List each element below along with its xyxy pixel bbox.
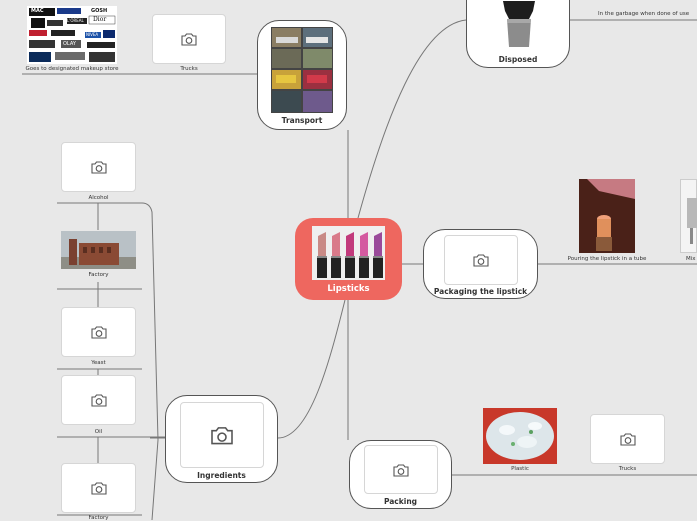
camera-icon [181,33,197,46]
camera-icon [473,254,489,267]
packing-title: Packing [383,497,418,506]
brand-logo-olay: OLAY [63,41,76,47]
camera-icon [90,394,107,407]
lipsticks-image [312,226,385,280]
oil-label: Oil [94,429,103,435]
pouring-lipstick-image [579,179,635,253]
ingredients-image-placeholder[interactable] [180,402,264,468]
central-title: Lipsticks [327,284,370,294]
transport-image [271,27,333,113]
camera-icon [90,326,107,339]
packing-trucks-label: Trucks [618,466,637,472]
central-topic[interactable]: Lipsticks [295,218,402,300]
disposed-title: Disposed [498,55,538,64]
trucks-label: Trucks [180,66,198,72]
factory-label: Factory [88,272,109,278]
factory2-image-placeholder[interactable] [61,463,136,513]
packing-trucks-placeholder[interactable] [590,414,665,464]
transport-node[interactable]: Transport [257,20,347,130]
brand-logo-mac: MAC [31,8,44,14]
alcohol-label: Alcohol [88,195,109,201]
trash-can-image [489,1,549,49]
packing-image-placeholder[interactable] [364,445,438,494]
brand-logos-collage: MAC GOSH Dior L'OREAL NIVEA OLAY [27,6,117,64]
garbage-label: In the garbage when done of use [598,11,690,17]
brand-logo-loreal: L'OREAL [67,18,84,23]
mix-label: Mix [686,256,696,262]
camera-icon [393,463,409,477]
packaging-title: Packaging the lipstick [433,287,528,296]
yeast-label: Yeast [91,360,106,366]
pouring-label: Pouring the lipstick in a tube [567,256,647,262]
mix-image [680,179,697,253]
camera-icon [90,161,107,174]
trucks-image-placeholder[interactable] [152,14,226,64]
camera-icon [211,427,233,445]
transport-title: Transport [281,116,323,125]
factory2-label: Factory [88,515,109,521]
packaging-node[interactable]: Packaging the lipstick [423,229,538,299]
plastic-label: Plastic [511,466,529,472]
brand-logo-gosh: GOSH [91,8,108,14]
yeast-image-placeholder[interactable] [61,307,136,357]
brand-logo-dior: Dior [93,16,107,23]
oil-image-placeholder[interactable] [61,375,136,425]
ingredients-title: Ingredients [197,471,246,480]
store-label: Goes to designated makeup store [25,66,119,72]
alcohol-image-placeholder[interactable] [61,142,136,192]
packaging-image-placeholder[interactable] [444,235,518,285]
camera-icon [619,433,636,446]
plastic-image [483,408,557,464]
factory-image [61,231,136,269]
brand-logo-nivea: NIVEA [86,32,99,37]
packing-node[interactable]: Packing [349,440,452,509]
disposed-node[interactable]: Disposed [466,0,570,68]
camera-icon [90,482,107,495]
ingredients-node[interactable]: Ingredients [165,395,278,483]
